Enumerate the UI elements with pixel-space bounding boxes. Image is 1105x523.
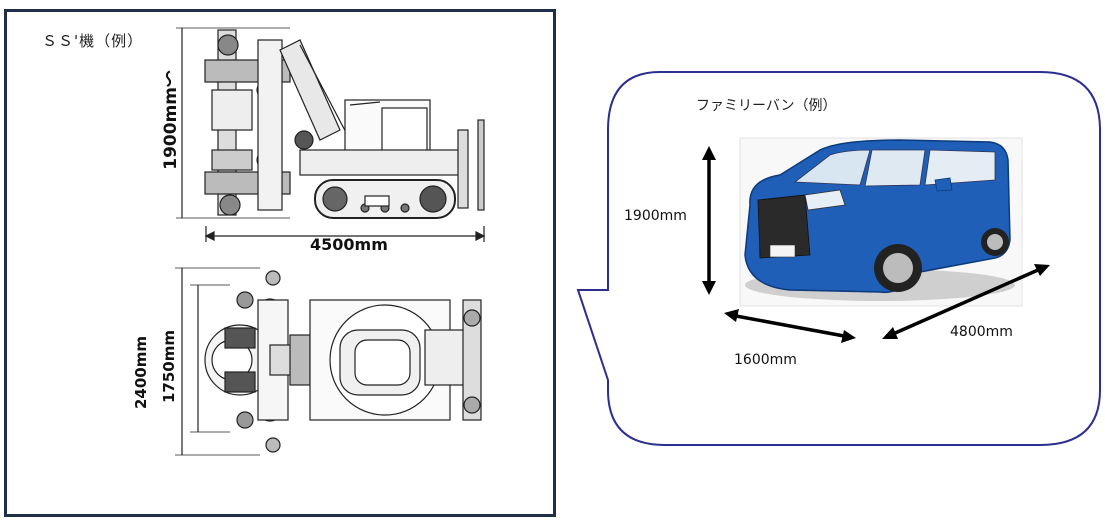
machine-height-label: 1900mm～: [161, 70, 181, 170]
machine-title: ＳＳ'機（例）: [42, 32, 144, 50]
machine-plan-view: [175, 267, 482, 456]
car-dimension-arrows: [702, 146, 1050, 343]
machine-width-inner-label: 1750mm: [160, 330, 178, 404]
machine-width-outer-label: 2400mm: [132, 336, 150, 410]
machine-side-view: [176, 27, 486, 242]
machine-length-label: 4500mm: [310, 235, 388, 254]
car-length-label: 4800mm: [950, 324, 1013, 340]
car-height-label: 1900mm: [624, 208, 687, 224]
car-width-label: 1600mm: [734, 352, 797, 368]
car-title: ファミリーバン（例）: [696, 98, 837, 114]
car-illustration: [739, 137, 1023, 307]
